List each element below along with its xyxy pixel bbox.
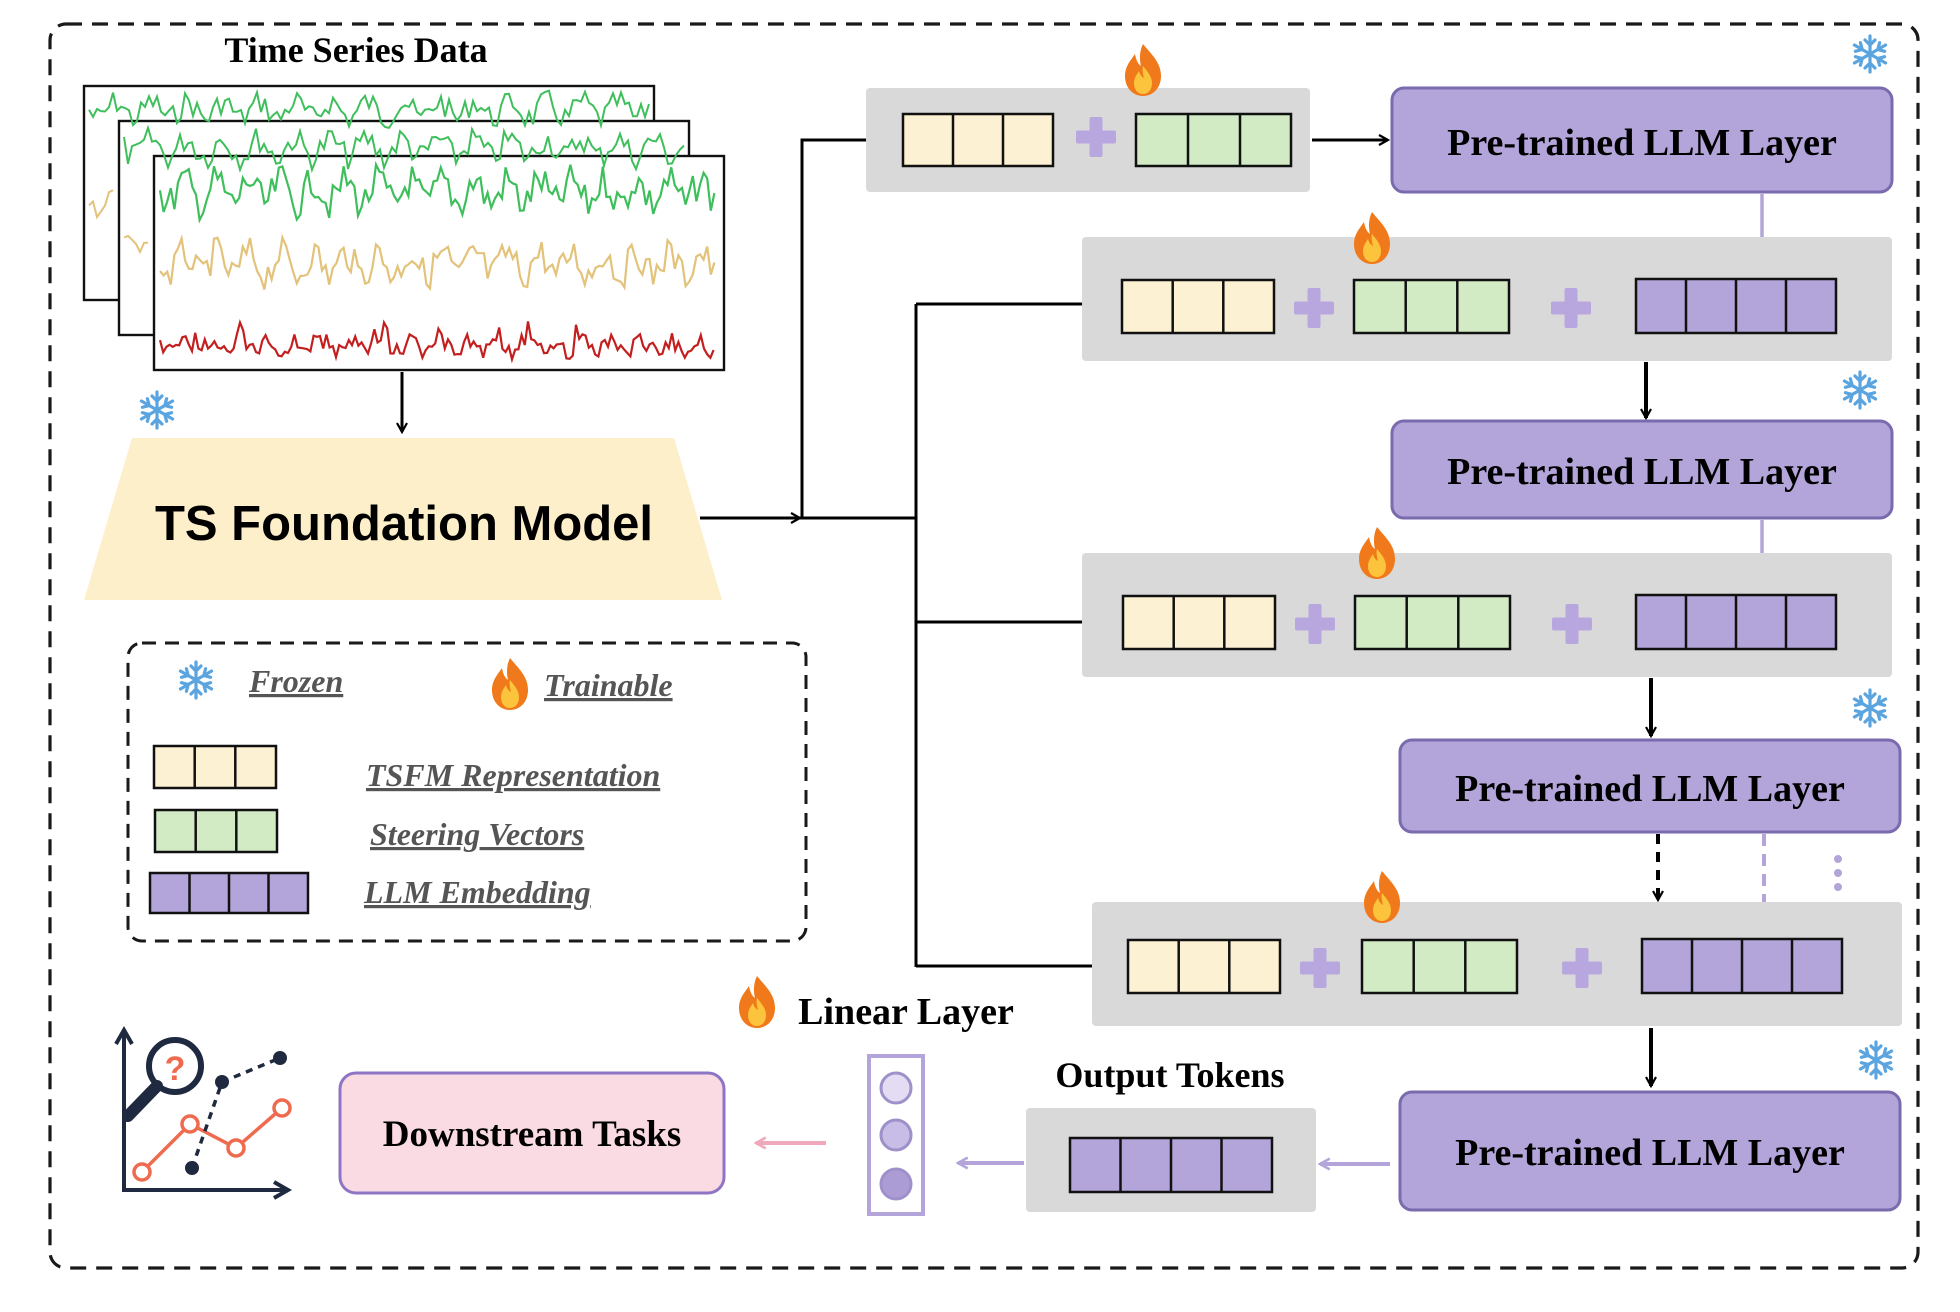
tsfm-representation-block	[1126, 938, 1282, 995]
downstream-tasks-box	[338, 1071, 726, 1195]
llm-embedding-block	[1640, 937, 1844, 995]
ts-foundation-model-label: TS Foundation Model	[155, 497, 653, 551]
series-card-front	[152, 154, 726, 372]
injection-row-1	[866, 44, 1310, 192]
vertical-ellipsis-icon	[1834, 855, 1842, 891]
svg-text:?: ?	[165, 1050, 186, 1088]
legend-llm-label: LLM Embedding	[363, 874, 591, 910]
outer-frame	[48, 22, 1920, 1270]
linear-layer-block	[867, 1054, 925, 1216]
middle-yellow-series	[123, 234, 149, 255]
trainable-flame-icon	[492, 658, 528, 710]
trainable-flame-icon	[1354, 212, 1390, 264]
legend-tsfm-label: TSFM Representation	[366, 757, 660, 793]
tsfm-representation-block	[1121, 594, 1277, 651]
analytics-chart-icon: ?	[114, 1025, 293, 1200]
llm-layer-4	[1398, 1090, 1902, 1212]
tsfm-representation-block	[901, 112, 1055, 168]
back-yellow-series	[88, 189, 114, 220]
legend-llm-swatch	[148, 871, 310, 915]
steering-vectors-block	[1134, 112, 1293, 168]
llm-layer-2	[1390, 419, 1894, 520]
frozen-snowflake-icon	[1858, 1040, 1894, 1080]
legend-steering-label: Steering Vectors	[370, 816, 584, 852]
llm-layer-3	[1398, 738, 1902, 834]
llm-layer-1-label: Pre-trained LLM Layer	[1447, 122, 1837, 164]
frozen-snowflake-icon	[1852, 34, 1888, 74]
trainable-flame-icon	[1359, 527, 1395, 579]
steering-vectors-block	[1352, 278, 1511, 335]
back-green-series	[88, 88, 650, 130]
steering-vectors-block	[1360, 938, 1519, 995]
front-yellow-series	[159, 233, 716, 292]
injection-row-4	[1092, 871, 1902, 1026]
time-series-stack	[82, 84, 726, 372]
legend-steering-swatch	[153, 808, 279, 854]
injection-row-3	[1082, 527, 1892, 677]
frozen-snowflake-icon	[139, 390, 175, 430]
steering-vectors-block	[1353, 594, 1512, 651]
llm-embedding-block	[1634, 593, 1838, 651]
trainable-flame-icon	[1125, 44, 1161, 96]
llm-layer-1	[1390, 86, 1894, 194]
llm-layer-4-label: Pre-trained LLM Layer	[1455, 1132, 1845, 1174]
llm-layer-2-label: Pre-trained LLM Layer	[1447, 451, 1837, 493]
legend-trainable-label: Trainable	[544, 667, 673, 703]
trainable-flame-icon	[1364, 871, 1400, 923]
legend-frozen-label: Frozen	[248, 663, 343, 699]
middle-green-series	[123, 124, 685, 174]
connector-to-layer1	[800, 140, 900, 518]
tsfm-connectors	[700, 140, 1124, 967]
frozen-snowflake-icon	[178, 660, 214, 700]
output-token-embedding-block	[1068, 1136, 1274, 1194]
tsfm-representation-block	[1120, 278, 1276, 335]
frozen-snowflake-icon	[1852, 688, 1888, 728]
output-tokens-label: Output Tokens	[1055, 1055, 1284, 1095]
ts-foundation-model-block	[84, 438, 722, 600]
time-series-title: Time Series Data	[224, 30, 487, 70]
front-green-series	[158, 160, 716, 224]
llm-layer-3-label: Pre-trained LLM Layer	[1455, 768, 1845, 810]
injection-row-2	[1082, 212, 1892, 361]
linear-layer-label: Linear Layer	[798, 991, 1014, 1033]
llm-embedding-block	[1634, 277, 1838, 335]
downstream-tasks-label: Downstream Tasks	[383, 1114, 681, 1155]
legend-tsfm-swatch	[152, 744, 278, 790]
trainable-flame-icon	[739, 976, 775, 1028]
legend-box	[126, 641, 808, 943]
front-red-series	[158, 319, 715, 364]
frozen-snowflake-icon	[1842, 370, 1878, 410]
